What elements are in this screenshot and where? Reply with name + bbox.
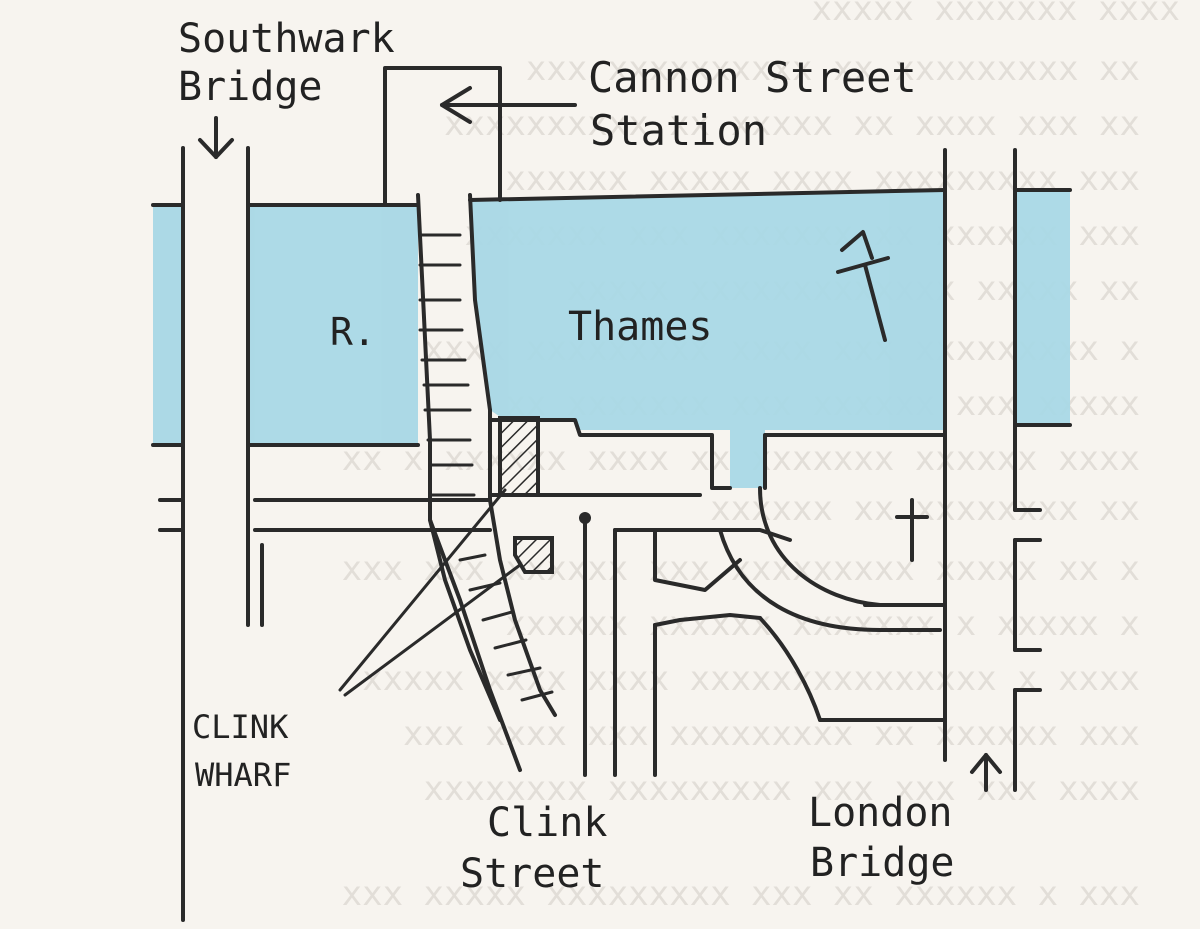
label-river-r: R. xyxy=(330,310,376,354)
label-london-line2: Bridge xyxy=(810,840,955,886)
svg-text:xxxx xxxxxxx xxxxx: xxxx xxxxxxx xxxxx xyxy=(812,0,1180,29)
north-arrow-icon xyxy=(836,230,890,342)
label-clink-street-line1: Clink xyxy=(487,800,607,846)
label-southwark-line2: Bridge xyxy=(178,64,323,110)
railway-approach-curve-west xyxy=(428,518,502,722)
svg-text:x xx xxxxx xxxxxxxxx xxx xxxxx: x xx xxxxx xxxxxxxxx xxx xxxxxx xxx xxx xyxy=(342,549,1140,589)
church-cross-icon xyxy=(895,498,929,562)
block-clink-north xyxy=(653,528,742,592)
curved-road-bend xyxy=(758,616,822,722)
river-thames-water xyxy=(153,190,1070,488)
river-section-main xyxy=(470,190,945,488)
svg-text:xxxx xxx xxx xxx xxxxxxxxx xxx: xxxx xxx xxx xxx xxxxxxxxx xxxxxxxx xyxy=(424,769,1140,809)
svg-text:xxx x xxxxxx xx xxx xxxxxxxxx: xxx x xxxxxx xx xxx xxxxxxxxx xxxxx xxx xyxy=(342,874,1140,914)
svg-text:xx xxxxxxxxx xx xxxxxxxxxx xxx: xx xxxxxxxxx xx xxxxxxxxxx xxx xyxy=(526,49,1140,89)
river-north-bank xyxy=(468,188,947,202)
cannon-street-station-outline xyxy=(383,66,502,207)
svg-text:xxxx x xxxxxxxxxxxxxxx xxxx xx: xxxx x xxxxxxxxxxxxxxx xxxx xxxx xxxxx xyxy=(362,659,1140,699)
label-southwark-line1: Southwark xyxy=(178,16,395,62)
arrow-left-icon xyxy=(440,86,577,124)
river-south-bank xyxy=(488,408,732,490)
label-clink-wharf-line2: WHARF xyxy=(195,756,291,794)
river-strip-left xyxy=(153,205,183,445)
label-clink-wharf-line1: CLINK xyxy=(192,708,289,746)
block-clink-corner xyxy=(703,528,792,542)
arrow-up-icon xyxy=(970,753,1002,792)
label-cannon-line1: Cannon Street xyxy=(588,53,917,102)
railway-approach-curve-east xyxy=(488,498,557,717)
clink-wharf-pointers xyxy=(338,488,522,697)
railway-line-east xyxy=(468,193,492,502)
river-strip-right xyxy=(1015,190,1070,425)
clink-wharf-building-north xyxy=(498,416,540,497)
railway-ties xyxy=(418,233,476,497)
curved-road-lower xyxy=(718,528,882,632)
clink-street-pin xyxy=(579,512,591,700)
clink-wharf-building-south xyxy=(513,536,554,574)
label-river-thames: Thames xyxy=(568,304,713,350)
label-clink-street-line2: Street xyxy=(460,851,605,897)
curved-road-upper xyxy=(758,486,882,607)
river-south-bank-east xyxy=(763,433,947,490)
label-cannon-line2: Station xyxy=(590,106,767,155)
arrow-down-icon xyxy=(198,116,234,159)
svg-text:xx xxx xxxx xx xxxxx xx xxxxxx: xx xxx xxxx xx xxxxx xx xxxxxxxxxx xyxy=(444,104,1140,144)
svg-text:xxx xxxxxx xx xxxxxxxxx xxx xx: xxx xxxxxx xx xxxxxxxxx xxx xxxx xxx xyxy=(403,714,1140,754)
label-london-line1: London xyxy=(808,790,953,836)
svg-text:xx xxxxxxxx xx xxxxxx: xx xxxxxxxx xx xxxxxx xyxy=(710,489,1140,529)
river-section-west xyxy=(248,205,418,445)
block-clink-south-edge xyxy=(653,613,762,627)
